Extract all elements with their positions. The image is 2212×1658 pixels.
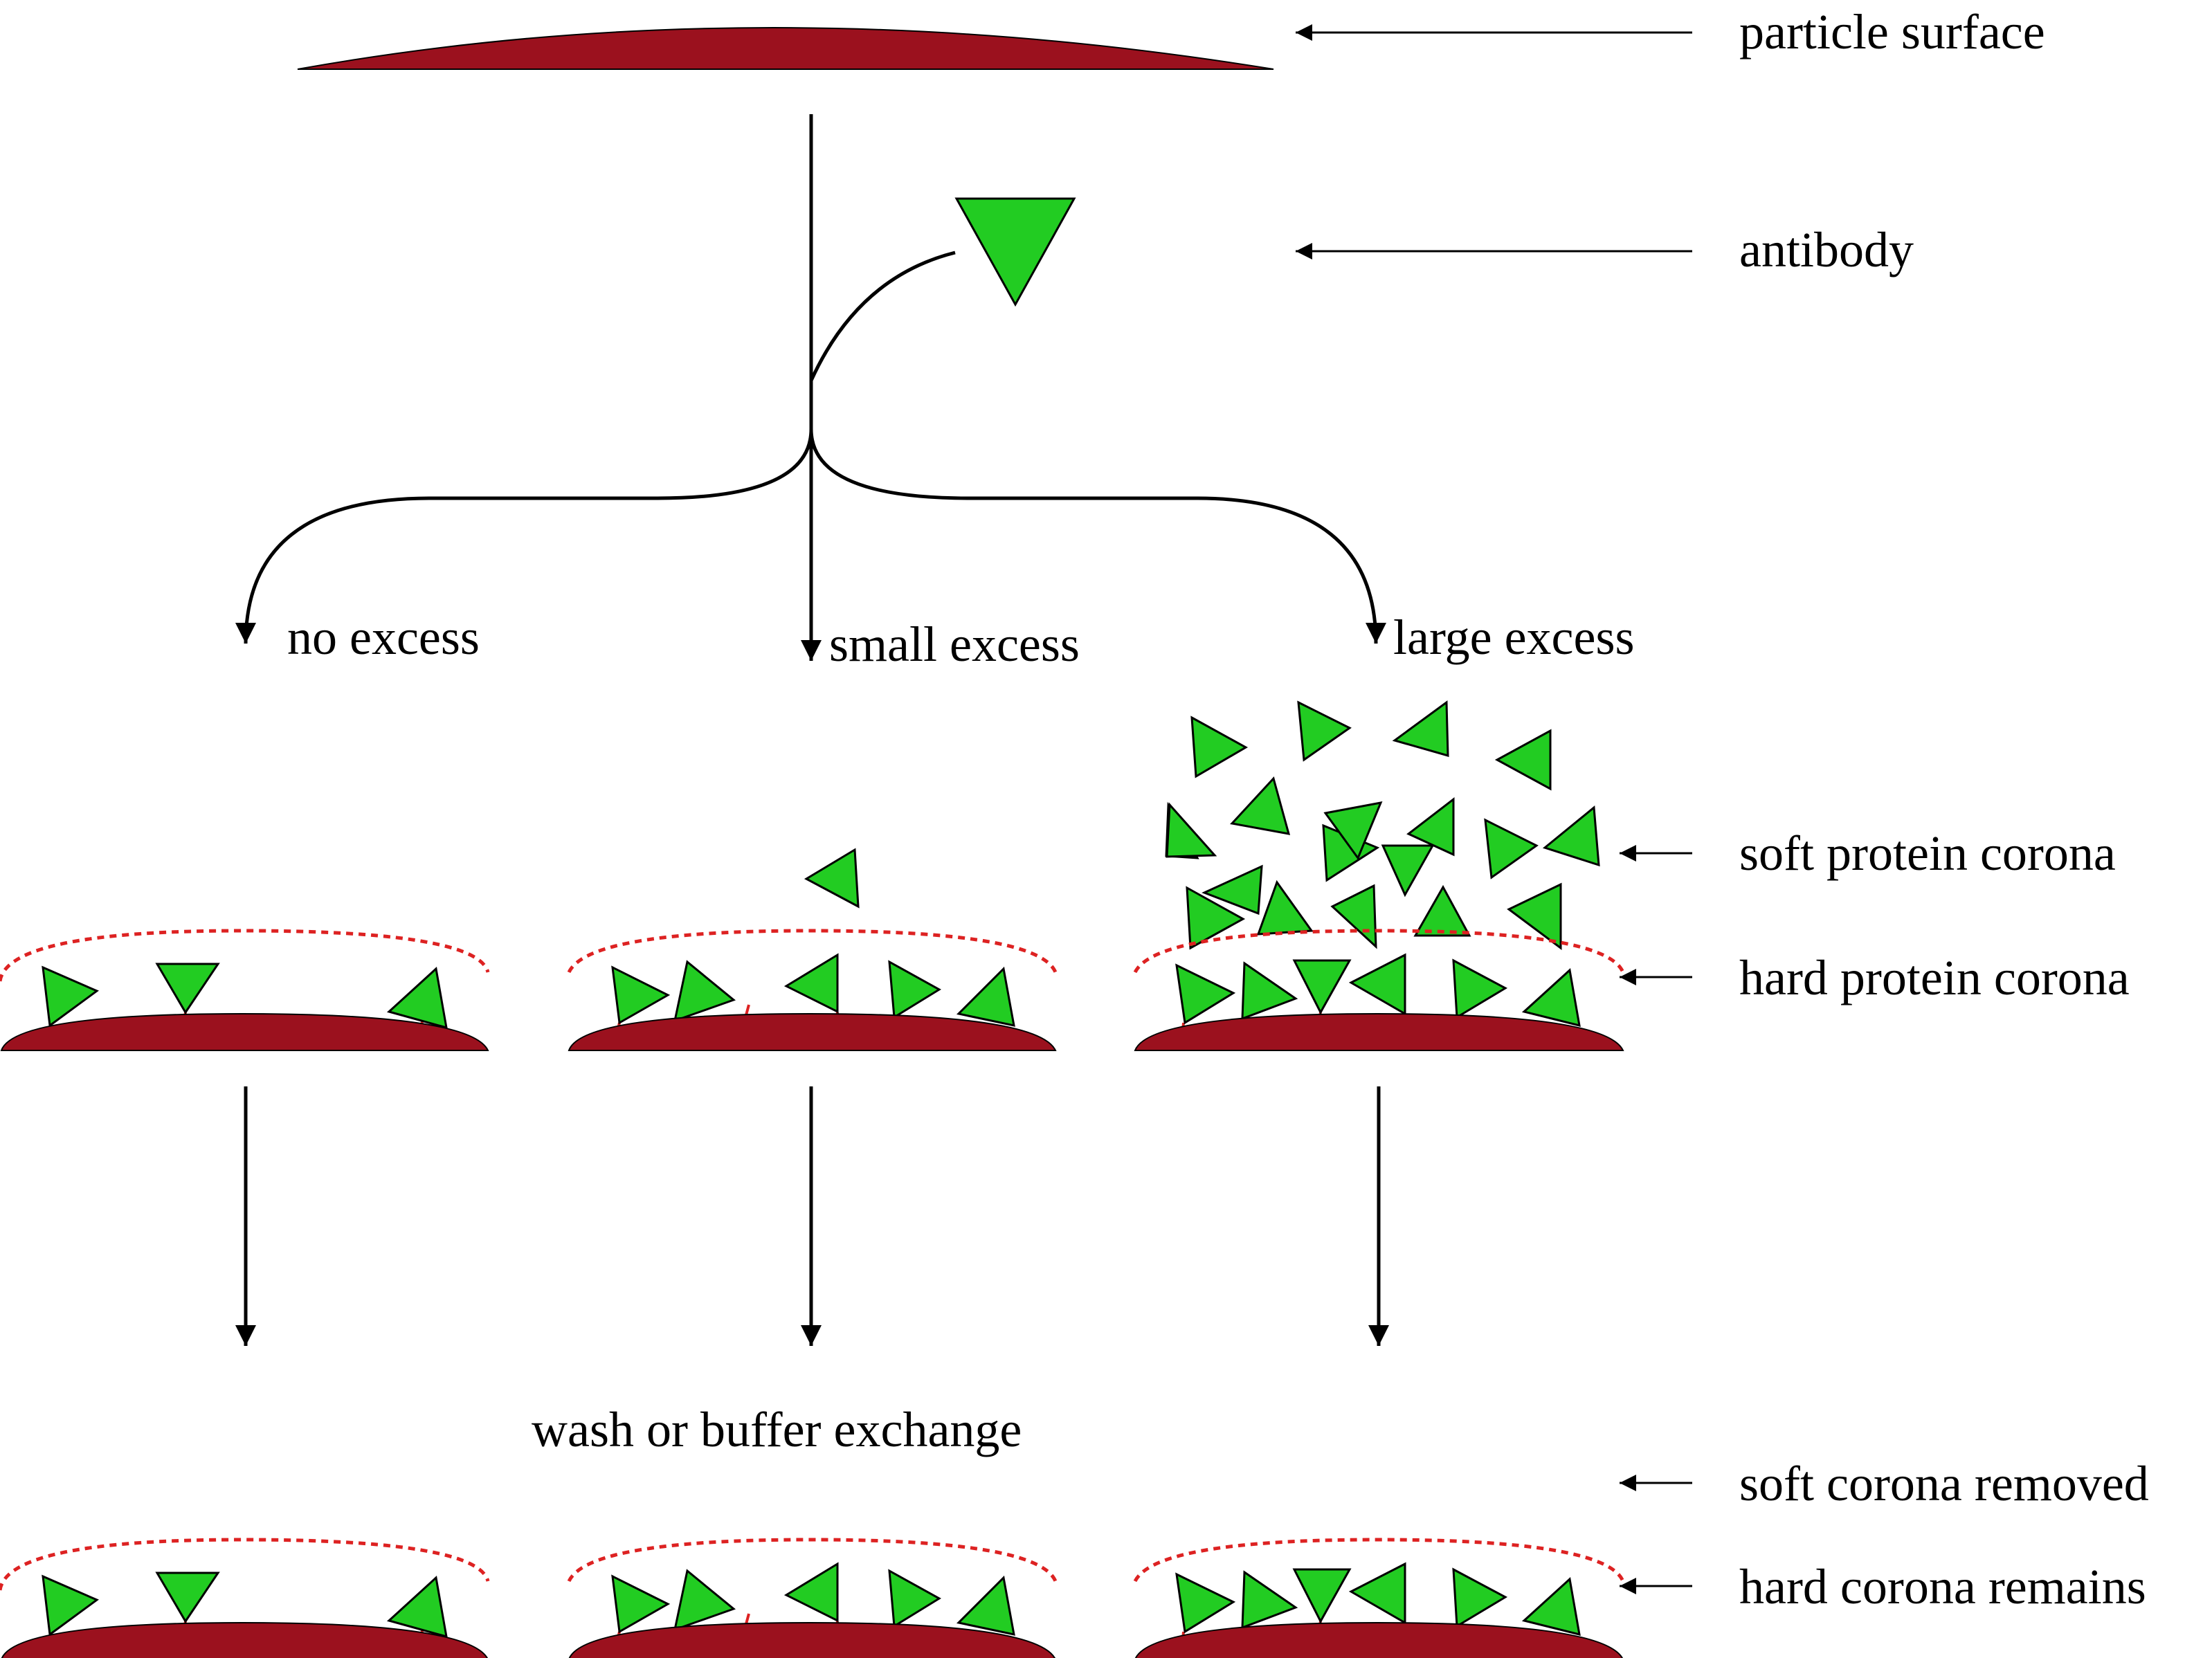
soft-corona-antibodies: [1165, 700, 1600, 950]
antibody-shape: [954, 197, 1076, 307]
label-small-excess: small excess: [829, 617, 1080, 672]
cluster-no-excess-after-wash: [0, 1540, 488, 1658]
flow-lines: [235, 114, 1386, 661]
label-hard-corona-remains: hard corona remains: [1739, 1559, 2146, 1614]
pointer-arrows: [1296, 24, 1692, 1594]
label-antibody: antibody: [1739, 222, 1914, 277]
cluster-large-excess-after-wash: [1135, 1540, 1623, 1658]
cluster-large-excess: [1133, 929, 1625, 1051]
label-hard-protein-corona: hard protein corona: [1739, 950, 2130, 1005]
cluster-small-excess-after-wash: [569, 1540, 1055, 1658]
label-no-excess: no excess: [287, 610, 480, 665]
particle-surface-shape: [297, 27, 1274, 70]
label-large-excess: large excess: [1393, 610, 1635, 665]
cluster-no-excess: [0, 929, 490, 1051]
wash-arrows: [235, 1086, 1389, 1346]
label-particle-surface: particle surface: [1739, 4, 2045, 60]
cluster-small-excess: [567, 929, 1058, 1051]
label-wash: wash or buffer exchange: [532, 1402, 1022, 1457]
label-soft-corona-removed: soft corona removed: [1739, 1456, 2149, 1511]
free-antibody-small-excess: [804, 848, 860, 909]
label-soft-protein-corona: soft protein corona: [1739, 826, 2116, 881]
